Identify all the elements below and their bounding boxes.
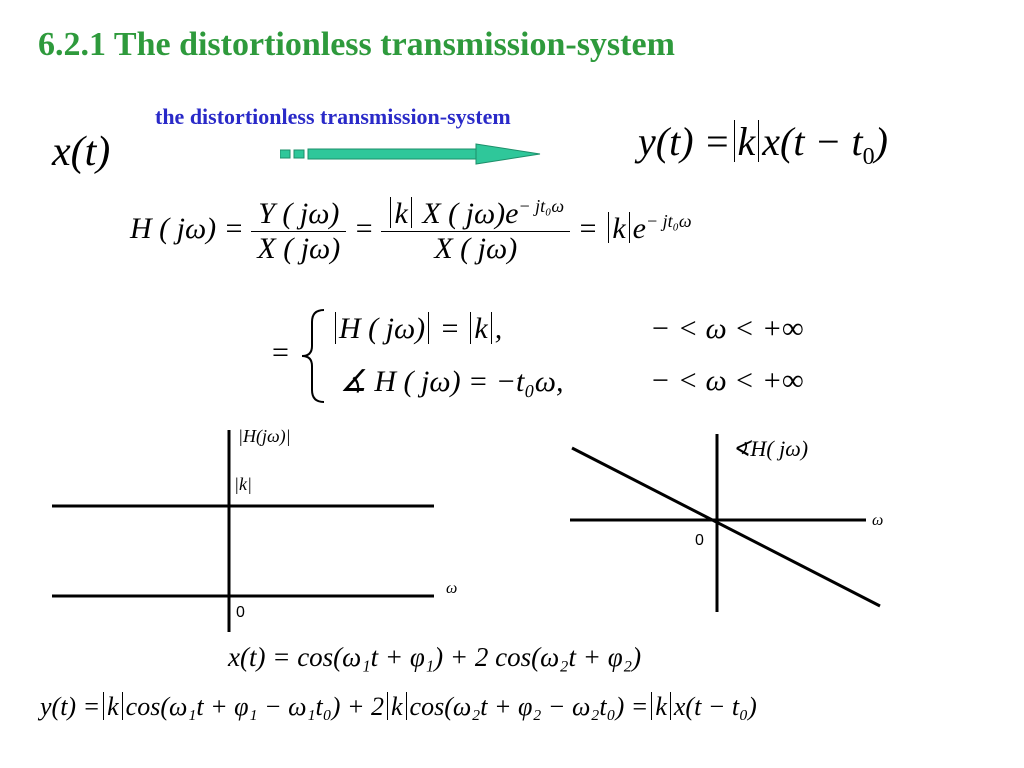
output-sub: 0 [862,144,875,170]
phase-plot [570,434,881,612]
y-eq-k3: k [655,692,667,721]
frac1-den: X ( jω) [257,231,341,265]
frac2-num: X ( jω)e [422,197,519,230]
phase-line [571,446,881,608]
case1-k: k [474,312,488,346]
magnitude-plot [52,430,434,632]
y-eq-k1: k [107,692,119,721]
y-eq-k2: k [390,692,403,721]
system-arrow-icon [280,143,541,165]
magnitude-k-label: |k| [234,474,252,494]
phase-axis-label: ∢H( jω) [732,436,809,461]
case-magnitude: H ( jω) = k, [332,312,502,346]
h-k: k [612,211,626,245]
case1-range: − < ω < +∞ [650,312,804,345]
transfer-function-equation: H ( jω) = Y ( jω) X ( jω) = k X ( jω)e− … [130,196,692,266]
magnitude-omega-label: ω [446,580,458,597]
output-k: k [737,119,756,164]
phase-origin-label: 0 [695,532,704,549]
case1-eq: = [439,312,460,346]
y-eq-c: cos(ω₂t + φ₂ − ω₂t₀) = [409,692,649,721]
magnitude-axis-label: |H(jω)| [238,426,291,446]
frac2-exp: − jt₀ω [518,196,565,216]
input-signal: x(t) [52,129,111,175]
h-eq: = [353,211,374,245]
y-eq-d: x(t − t₀) [673,692,757,721]
frac-y-over-x: Y ( jω) X ( jω) [251,197,347,266]
h-lhs: H ( jω) = [130,211,244,245]
input-example-equation: x(t) = cos(ω₁t + φ₁) + 2 cos(ω₂t + φ₂) [228,642,642,672]
output-lhs: y(t) = [638,119,731,164]
h-e: e [632,211,646,245]
case-phase: ∡ H ( jω) = −t₀ω, [340,365,564,398]
frac-kxe-over-x: k X ( jω)e− jt₀ω X ( jω) [381,196,571,266]
system-caption: the distortionless transmission-system [155,104,511,129]
h-exp: − jt₀ω [645,210,692,231]
case2-range: − < ω < +∞ [650,364,804,397]
case1-comma: , [494,312,503,346]
h-eq2: = [577,211,598,245]
frac1-num: Y ( jω) [251,197,347,232]
magnitude-origin-label: 0 [236,604,245,621]
output-rhs: x(t − t [762,119,863,164]
y-eq-a: y(t) = [40,692,101,721]
frac2-k: k [394,197,408,230]
cases-equals: = [272,336,289,369]
cases-brace-icon [301,309,325,403]
case1-expr: H ( jω) [339,312,426,346]
y-eq-b: cos(ω₁t + φ₁ − ω₁t₀) + 2 [125,692,384,721]
page-title: 6.2.1 The distortionless transmission-sy… [38,26,675,63]
output-close: ) [874,119,888,164]
phase-omega-label: ω [872,512,884,529]
frac2-den: X ( jω) [434,232,518,265]
